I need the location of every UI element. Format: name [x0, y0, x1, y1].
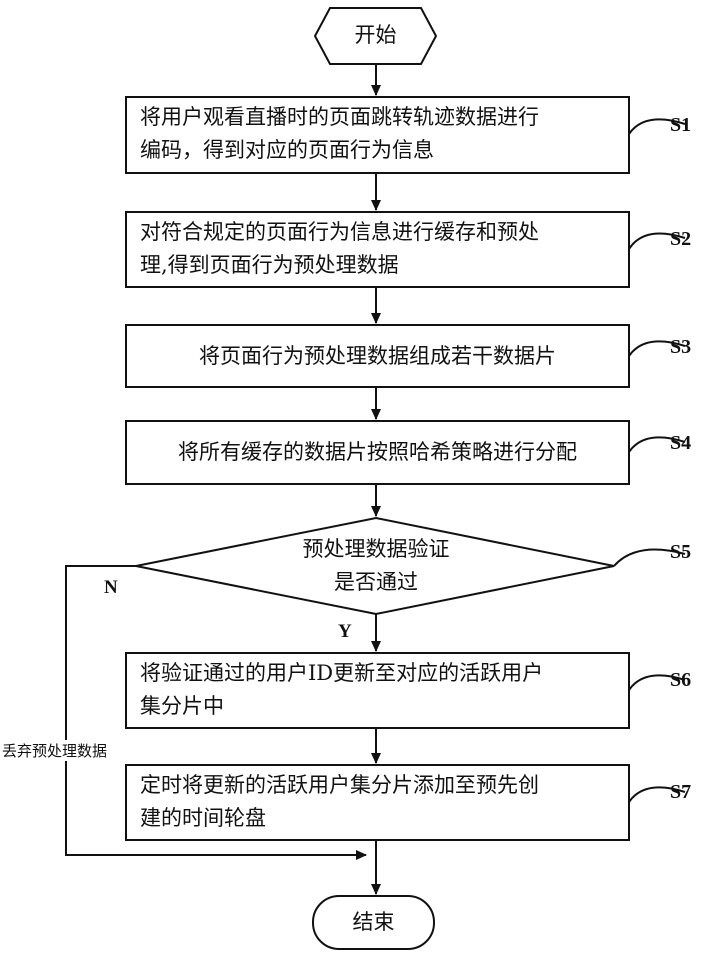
- step-id-s5: S5: [670, 541, 691, 564]
- step-id-s7: S7: [670, 781, 691, 804]
- end-label: 结束: [313, 906, 434, 939]
- s5-line2: 是否通过: [226, 566, 526, 599]
- step-id-s2: S2: [670, 228, 691, 251]
- s1-line1: 将用户观看直播时的页面跳转轨迹数据进行: [140, 101, 620, 134]
- s4-text: 将所有缓存的数据片按照哈希策略进行分配: [126, 436, 629, 469]
- s6-line2: 集分片中: [140, 690, 620, 723]
- s5-line1: 预处理数据验证: [226, 533, 526, 566]
- s2-line1: 对符合规定的页面行为信息进行缓存和预处: [140, 216, 620, 249]
- s6-line1: 将验证通过的用户ID更新至对应的活跃用户: [140, 657, 620, 690]
- s1-line2: 编码，得到对应的页面行为信息: [140, 134, 620, 167]
- s6-text: 将验证通过的用户ID更新至对应的活跃用户 集分片中: [140, 657, 620, 723]
- discard-label: 丢弃预处理数据: [2, 740, 107, 761]
- s3-text: 将页面行为预处理数据组成若干数据片: [126, 340, 629, 373]
- s1-text: 将用户观看直播时的页面跳转轨迹数据进行 编码，得到对应的页面行为信息: [140, 101, 620, 167]
- branch-yes-label: Y: [338, 621, 352, 643]
- step-id-s3: S3: [670, 336, 691, 359]
- step-id-s4: S4: [670, 432, 691, 455]
- start-label: 开始: [315, 19, 436, 52]
- s7-line1: 定时将更新的活跃用户集分片添加至预先创: [140, 769, 620, 802]
- branch-no-label: N: [104, 577, 118, 599]
- s5-text: 预处理数据验证 是否通过: [226, 533, 526, 599]
- step-id-s1: S1: [670, 114, 691, 137]
- s2-text: 对符合规定的页面行为信息进行缓存和预处 理,得到页面行为预处理数据: [140, 216, 620, 282]
- s2-line2: 理,得到页面行为预处理数据: [140, 249, 620, 282]
- s7-line2: 建的时间轮盘: [140, 802, 620, 835]
- step-id-s6: S6: [670, 669, 691, 692]
- s7-text: 定时将更新的活跃用户集分片添加至预先创 建的时间轮盘: [140, 769, 620, 835]
